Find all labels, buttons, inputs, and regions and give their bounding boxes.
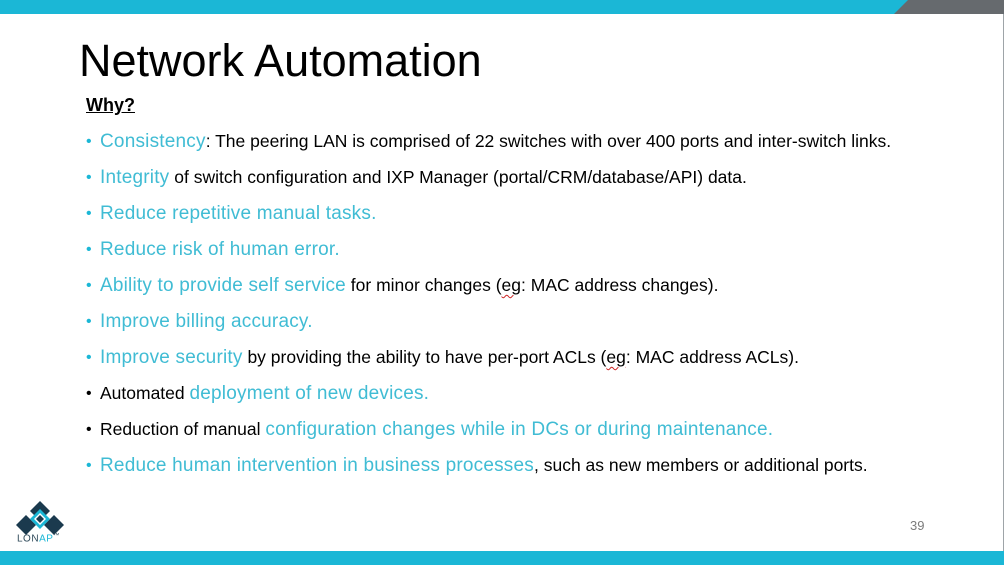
bullet-marker-icon: • — [86, 349, 92, 366]
highlighted-text: Improve billing accuracy. — [100, 311, 313, 332]
bullet-marker-icon: • — [86, 421, 92, 438]
slide-subheading: Why? — [86, 95, 135, 115]
bullet-marker-icon: • — [86, 313, 92, 330]
lonap-logo-text: LONAP™ — [17, 533, 60, 544]
bullet-marker-icon: • — [86, 277, 92, 294]
bullet-item: • Reduce repetitive manual tasks. — [86, 200, 916, 227]
bullet-item: • Improve security by providing the abili… — [86, 344, 916, 371]
body-text: by providing the ability to have per-por… — [242, 347, 607, 367]
body-text: eg — [606, 347, 626, 367]
body-text: Automated — [100, 383, 190, 403]
body-text: : The peering LAN is comprised of 22 swi… — [205, 131, 892, 151]
highlighted-text: Reduce human intervention in business pr… — [100, 455, 534, 476]
body-text: of switch configuration and IXP Manager … — [169, 167, 747, 187]
logo-text-main: LON — [17, 533, 40, 545]
highlighted-text: configuration changes while in DCs or du… — [265, 419, 774, 440]
top-corner-dark-band — [894, 0, 1004, 14]
bullet-item: • Improve billing accuracy. — [86, 308, 916, 335]
highlighted-text: Improve security — [100, 347, 243, 368]
highlighted-text: Consistency — [100, 131, 206, 152]
body-text: : MAC address changes). — [521, 275, 719, 295]
bullet-marker-icon: • — [86, 169, 92, 186]
body-text: Reduction of manual — [100, 419, 266, 439]
body-text: eg — [501, 275, 522, 295]
bullet-item: • Ability to provide self service for min… — [86, 272, 916, 299]
highlighted-text: Integrity — [100, 167, 170, 188]
body-text: , such as new members or additional port… — [533, 455, 868, 475]
bullet-marker-icon: • — [86, 133, 92, 150]
bullet-item: • Reduce risk of human error. — [86, 236, 916, 263]
highlighted-text: Ability to provide self service — [100, 275, 346, 296]
body-text: : MAC address ACLs). — [625, 347, 799, 367]
bullet-item: • Reduction of manual configuration chang… — [86, 416, 916, 443]
highlighted-text: Reduce repetitive manual tasks. — [100, 203, 377, 224]
logo-text-accent: AP — [39, 533, 54, 545]
body-text: for minor changes ( — [345, 275, 502, 295]
highlighted-text: deployment of new devices. — [189, 383, 430, 404]
bullet-item: • Consistency: The peering LAN is compris… — [86, 128, 916, 155]
slide-title: Network Automation — [79, 35, 482, 86]
bullet-marker-icon: • — [86, 385, 92, 402]
lonap-logo-icon — [16, 501, 64, 535]
bullet-marker-icon: • — [86, 241, 92, 258]
bullet-item: • Reduce human intervention in business p… — [86, 452, 916, 479]
top-accent-bar — [0, 0, 1004, 14]
bullet-item: • Automated deployment of new devices. — [86, 380, 916, 407]
bullet-marker-icon: • — [86, 205, 92, 222]
bullet-item: • Integrity of switch configuration and I… — [86, 164, 916, 191]
bottom-accent-bar — [0, 551, 1004, 565]
bullet-marker-icon: • — [86, 457, 92, 474]
page-number: 39 — [910, 518, 925, 533]
bullet-list: • Consistency: The peering LAN is compris… — [86, 128, 916, 488]
highlighted-text: Reduce risk of human error. — [100, 239, 340, 260]
logo-trademark: ™ — [53, 533, 60, 539]
